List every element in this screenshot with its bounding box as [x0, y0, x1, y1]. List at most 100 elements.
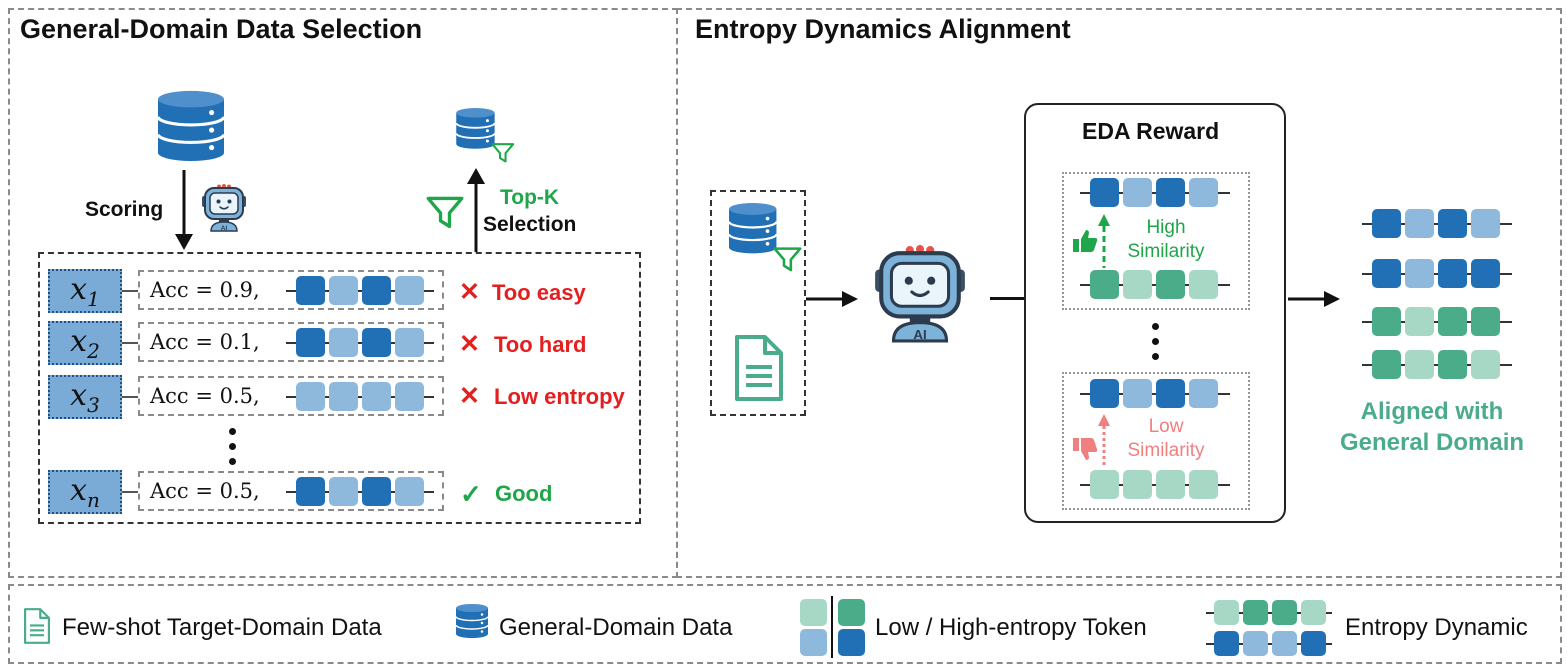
- eda-reward-box: [1024, 103, 1286, 523]
- token-line: [1362, 273, 1512, 275]
- token: [1090, 379, 1119, 408]
- token: [1471, 350, 1500, 379]
- token-line: [1080, 484, 1230, 486]
- scoring-arrow: [175, 170, 193, 250]
- token: [1438, 307, 1467, 336]
- document-icon: [24, 608, 50, 644]
- token: [1189, 470, 1218, 499]
- input-data-box: [710, 190, 806, 416]
- connector: [122, 491, 138, 493]
- token: [1405, 209, 1434, 238]
- token: [395, 382, 424, 411]
- token: [1189, 270, 1218, 299]
- arrow-to-robot: [806, 291, 858, 307]
- token: [1301, 600, 1326, 625]
- ellipsis-dot: [1152, 353, 1159, 360]
- connector: [122, 290, 138, 292]
- sample-xn: xn: [48, 470, 122, 514]
- ellipsis-dot: [229, 428, 236, 435]
- token: [296, 276, 325, 305]
- token-line: [1080, 393, 1230, 395]
- ellipsis-dot: [229, 458, 236, 465]
- right-panel: [676, 8, 1562, 578]
- token: [1243, 631, 1268, 656]
- token-high-target: [838, 599, 865, 626]
- aligned-text: Aligned with General Domain: [1339, 398, 1525, 456]
- token: [1405, 259, 1434, 288]
- token: [296, 382, 325, 411]
- database-icon: [456, 603, 488, 639]
- token: [1471, 259, 1500, 288]
- check-icon: ✓: [460, 479, 482, 509]
- token: [1372, 350, 1401, 379]
- token: [395, 276, 424, 305]
- token: [1372, 259, 1401, 288]
- token-line: [1362, 364, 1512, 366]
- selection-label: Selection: [483, 213, 577, 236]
- ellipsis-dot: [1152, 338, 1159, 345]
- cross-icon: ✕: [459, 278, 480, 306]
- token: [1123, 270, 1152, 299]
- up-arrow-dotted: [1098, 414, 1110, 468]
- thumbs-down-icon: [1073, 438, 1098, 460]
- token: [1156, 270, 1185, 299]
- token: [1214, 631, 1239, 656]
- acc-text: Acc = 0.5,: [150, 384, 260, 408]
- token: [1189, 379, 1218, 408]
- token: [329, 328, 358, 357]
- token: [329, 276, 358, 305]
- token: [362, 382, 391, 411]
- token: [362, 477, 391, 506]
- token-line: [1206, 643, 1332, 645]
- filter-icon: [426, 196, 464, 229]
- verdict-too-hard: Too hard: [494, 332, 587, 357]
- token: [1438, 350, 1467, 379]
- token-line: [286, 290, 434, 292]
- cross-icon: ✕: [459, 382, 480, 410]
- legend-divider: [831, 596, 833, 658]
- legend-box: [8, 584, 1562, 664]
- token: [1090, 270, 1119, 299]
- sample-x3: x3: [48, 375, 122, 419]
- legend-token: Low / High-entropy Token: [875, 614, 1147, 641]
- acc-text: Acc = 0.5,: [150, 479, 260, 503]
- thumbs-up-icon: [1073, 230, 1098, 252]
- token: [1372, 307, 1401, 336]
- selection-arrow: [467, 168, 485, 252]
- token-line: [1362, 321, 1512, 323]
- token: [1471, 209, 1500, 238]
- token: [1272, 631, 1297, 656]
- sample-x2: x2: [48, 321, 122, 365]
- token: [362, 328, 391, 357]
- score-box: [138, 471, 444, 511]
- token: [1471, 307, 1500, 336]
- token: [1123, 178, 1152, 207]
- token: [395, 328, 424, 357]
- verdict-too-easy: Too easy: [492, 280, 586, 305]
- sample-x1: x1: [48, 269, 122, 313]
- acc-text: Acc = 0.9,: [150, 278, 260, 302]
- legend-dynamic: Entropy Dynamic: [1345, 614, 1528, 641]
- left-panel-title: General-Domain Data Selection: [20, 14, 423, 44]
- cross-icon: ✕: [459, 330, 480, 358]
- token-low-target: [800, 599, 827, 626]
- verdict-good: Good: [495, 481, 553, 506]
- token: [1272, 600, 1297, 625]
- ellipsis-dot: [1152, 323, 1159, 330]
- high-similarity-box: [1062, 172, 1250, 310]
- low-similarity-text: Low Similarity: [1127, 416, 1205, 461]
- acc-text: Acc = 0.1,: [150, 330, 260, 354]
- candidate-list: [38, 252, 641, 524]
- token: [1156, 470, 1185, 499]
- token: [1243, 600, 1268, 625]
- token-line: [1362, 223, 1512, 225]
- score-box: [138, 322, 444, 362]
- token: [1405, 350, 1434, 379]
- token: [1438, 209, 1467, 238]
- token: [1123, 470, 1152, 499]
- token: [1156, 178, 1185, 207]
- token: [1405, 307, 1434, 336]
- token: [1090, 470, 1119, 499]
- token: [1214, 600, 1239, 625]
- filtered-database-icon: [729, 203, 802, 272]
